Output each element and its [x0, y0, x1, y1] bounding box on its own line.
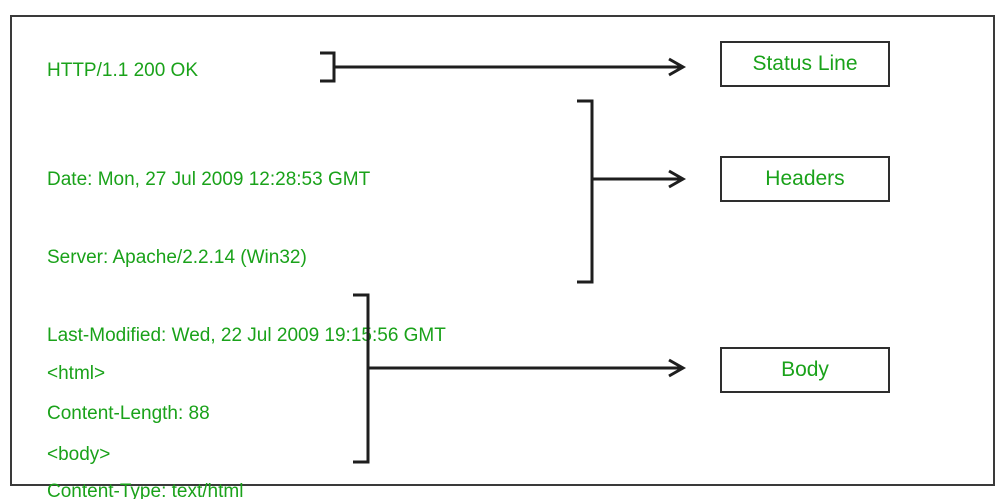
body-line-body-open: <body>: [47, 444, 111, 465]
header-line-server: Server: Apache/2.2.14 (Win32): [47, 247, 307, 268]
status-line-label-box: Status Line: [720, 41, 890, 87]
body-line-html-open: <html>: [47, 363, 106, 384]
headers-label-box: Headers: [720, 156, 890, 202]
header-line-content-type: Content-Type: text/html: [47, 481, 244, 499]
body-text-block: <html> <body> <h1>Hello, World!</h1> </b…: [47, 306, 247, 499]
diagram-border: [10, 15, 995, 486]
headers-text-block: Date: Mon, 27 Jul 2009 12:28:53 GMT Serv…: [47, 115, 446, 499]
header-line-date: Date: Mon, 27 Jul 2009 12:28:53 GMT: [47, 169, 371, 190]
status-line-text: HTTP/1.1 200 OK: [47, 60, 199, 81]
body-label-box: Body: [720, 347, 890, 393]
header-line-content-length: Content-Length: 88: [47, 403, 210, 424]
